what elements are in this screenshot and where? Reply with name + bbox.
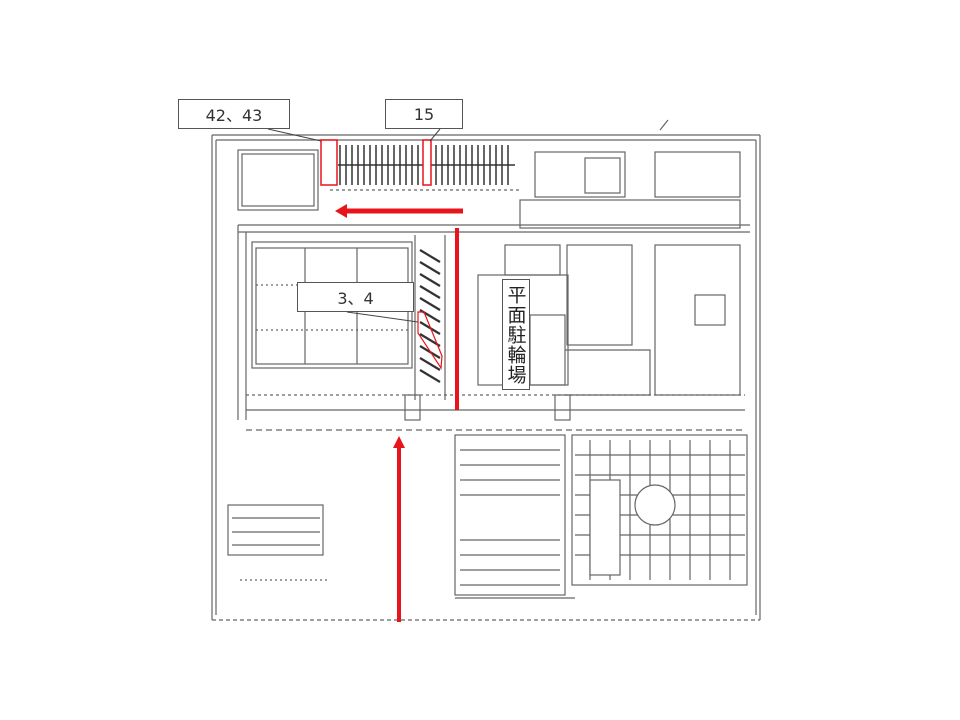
arrowhead-left-icon — [335, 204, 347, 218]
callout-42-43: 42、43 — [178, 99, 290, 129]
arrowhead-up-icon — [393, 436, 405, 448]
plan-lines — [211, 119, 761, 621]
highlight-box-42-43 — [320, 139, 338, 186]
flat-bicycle-parking-label: 平面駐輪場 — [502, 279, 530, 390]
highlight-box-3-4 — [417, 311, 443, 370]
highlight-group — [267, 128, 463, 622]
callout-15: 15 — [385, 99, 463, 129]
leader-line-42-43 — [267, 128, 322, 142]
highlight-box-15 — [422, 139, 432, 186]
leader-line-15 — [429, 128, 441, 142]
leader-line-3-4 — [346, 311, 419, 323]
callout-3-4: 3、4 — [297, 282, 414, 312]
